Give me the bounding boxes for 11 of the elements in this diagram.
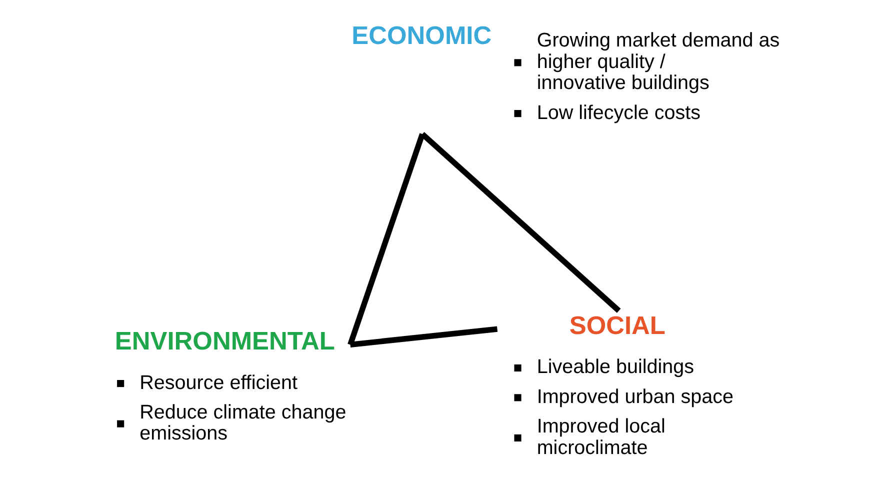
node-label: Reduce climate change emissions: [140, 401, 346, 445]
connector: [350, 326, 498, 348]
node-label: Improved urban space: [536, 386, 734, 408]
node-label: ENVIRONMENTAL: [114, 327, 335, 356]
node-label: SOCIAL: [569, 312, 666, 340]
node-label: Liveable buildings: [536, 356, 694, 378]
node-label: Improved local microclimate: [536, 416, 666, 459]
node-text: ECONOMIC Growing market demand as higher quality / innovative buildings Low lifecycle costs: [352, 22, 780, 124]
node-label: Resource efficient: [140, 372, 298, 394]
connector: [348, 133, 426, 346]
connector: [420, 132, 621, 313]
